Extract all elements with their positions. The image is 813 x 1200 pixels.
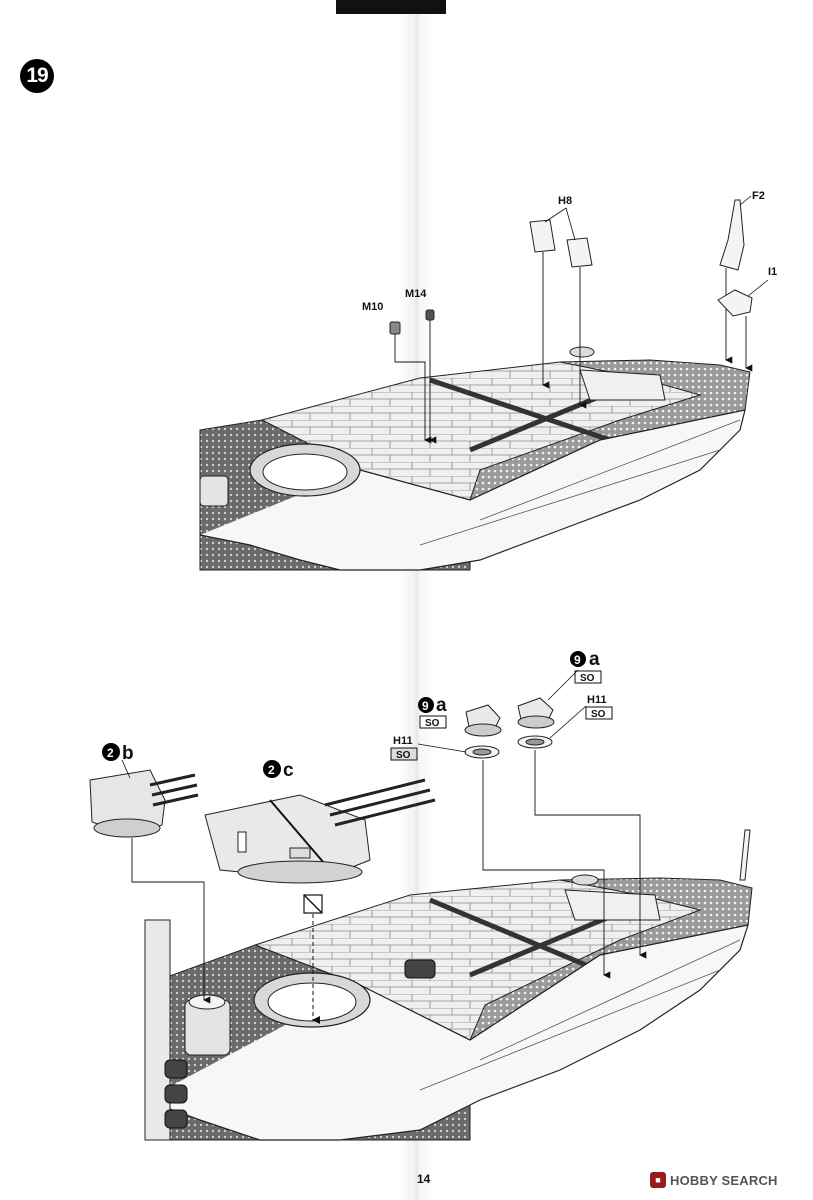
label-f2: F2: [752, 190, 765, 202]
fitting-right-part: 9 a SO H11 SO: [517, 649, 647, 959]
watermark-text: HOBBY SEARCH: [670, 1172, 778, 1188]
step-number: 19: [26, 64, 48, 87]
label-h11-left: H11: [393, 735, 413, 747]
bottom-superstructure: [144, 919, 171, 1141]
part-m14-shape: [425, 309, 435, 321]
bottom-hull-strake: [479, 939, 741, 1061]
top-barbette-hole: [262, 453, 348, 491]
tag-h11-right-text: SO: [591, 709, 606, 720]
part-h11-right-inner: [525, 738, 545, 746]
fitting-left-base: [464, 723, 502, 737]
leader-f2-tick: [739, 195, 752, 206]
label-i1: I1: [768, 266, 777, 278]
top-tab-mark: [336, 0, 446, 14]
callout-c-letter: c: [283, 760, 294, 781]
part-m10-shape: [389, 321, 401, 335]
top-hull-drawing: [199, 346, 751, 571]
turret-b-part: 2 b: [89, 743, 211, 1004]
tag-h11-left-text: SO: [396, 750, 411, 761]
part-h8-a: [529, 219, 556, 253]
bottom-forward-structure: [564, 889, 661, 921]
bottom-capstan: [571, 874, 599, 886]
callout-b-letter: b: [122, 743, 134, 764]
callout-9a-left-num: 9: [422, 699, 429, 713]
turret-c-body: [204, 794, 371, 881]
orientation-marker-slash: [303, 894, 323, 914]
turret-c-base: [237, 860, 363, 884]
callout-9a-right-circle: [570, 651, 586, 667]
callout-9a-left-letter: a: [436, 695, 447, 716]
label-m10: M10: [362, 301, 383, 313]
tag-so-right-text: SO: [580, 673, 595, 684]
turret-c-hatch: [237, 831, 247, 853]
leader-i1-tick: [747, 279, 769, 297]
bottom-deck-fitting: [404, 959, 436, 979]
fitting-left-part: 9 a SO H11 SO: [390, 695, 611, 979]
top-forward-structure: [579, 369, 666, 401]
part-i1-shape: [717, 289, 753, 317]
page-number: 14: [417, 1172, 431, 1186]
turret-c-barrels: [324, 778, 436, 827]
top-hull-side: [199, 409, 746, 571]
leader-m10: [394, 334, 432, 444]
top-hull-strake: [479, 419, 741, 521]
callout-9a-right-letter: a: [589, 649, 600, 670]
turret-c-ridge: [269, 799, 331, 871]
top-aft-turret: [199, 475, 229, 507]
fitting-right-base: [517, 715, 555, 729]
bottom-barbette-hole: [267, 982, 357, 1022]
callout-b-circle: [102, 743, 120, 761]
bottom-walkway-1: [429, 897, 611, 978]
label-h8: H8: [558, 195, 572, 207]
leader-h11-left: [482, 760, 611, 979]
callout-b-num: 2: [107, 746, 114, 760]
top-hull-strake-2: [419, 449, 721, 546]
tag-so-left-text: SO: [425, 718, 440, 729]
turret-b-body: [89, 769, 166, 836]
turret-b-barrels: [149, 773, 199, 807]
part-f2-shape: [719, 199, 745, 271]
bottom-aft-turret-top: [188, 994, 226, 1010]
label-h11-right: H11: [587, 694, 607, 706]
top-parts: M10 M14 H8 F2 I1: [362, 190, 777, 444]
leader-b-tick: [121, 759, 131, 779]
callout-c-num: 2: [268, 763, 275, 777]
step-number-badge: 19: [20, 59, 54, 93]
leader-h11-right: [534, 750, 647, 959]
turret-c-sight: [289, 847, 311, 859]
tag-so-left: [419, 715, 447, 729]
tag-h11-right: [585, 706, 613, 720]
turret-c-part: 2 c: [204, 760, 436, 1024]
part-h11-left-inner: [472, 748, 492, 756]
callout-9a-left-circle: [418, 697, 434, 713]
bottom-jackstaff: [739, 829, 751, 881]
label-m14: M14: [405, 288, 427, 300]
tag-h11-left: [390, 747, 418, 761]
callout-9a-right-num: 9: [574, 653, 581, 667]
bottom-secondary-guns: [164, 1059, 188, 1129]
leader-9a-right-tick: [547, 669, 579, 701]
bottom-hull-strake-2: [419, 969, 721, 1091]
callout-c-circle: [263, 760, 281, 778]
leader-turret-b: [131, 838, 211, 1004]
leader-h11-right-tick: [549, 705, 587, 739]
part-h8-b: [566, 237, 593, 268]
bottom-hull-drawing: [144, 829, 753, 1141]
leader-h11-left-tick: [417, 743, 467, 753]
turret-b-base: [93, 818, 161, 838]
leader-h8-split: [544, 207, 576, 241]
tag-so-right: [574, 670, 602, 684]
watermark-logo-icon: ■: [650, 1172, 666, 1188]
bottom-hull-side: [144, 924, 749, 1141]
top-walkway-1: [429, 377, 611, 443]
watermark: ■ HOBBY SEARCH: [650, 1170, 778, 1190]
top-capstan: [569, 346, 595, 358]
